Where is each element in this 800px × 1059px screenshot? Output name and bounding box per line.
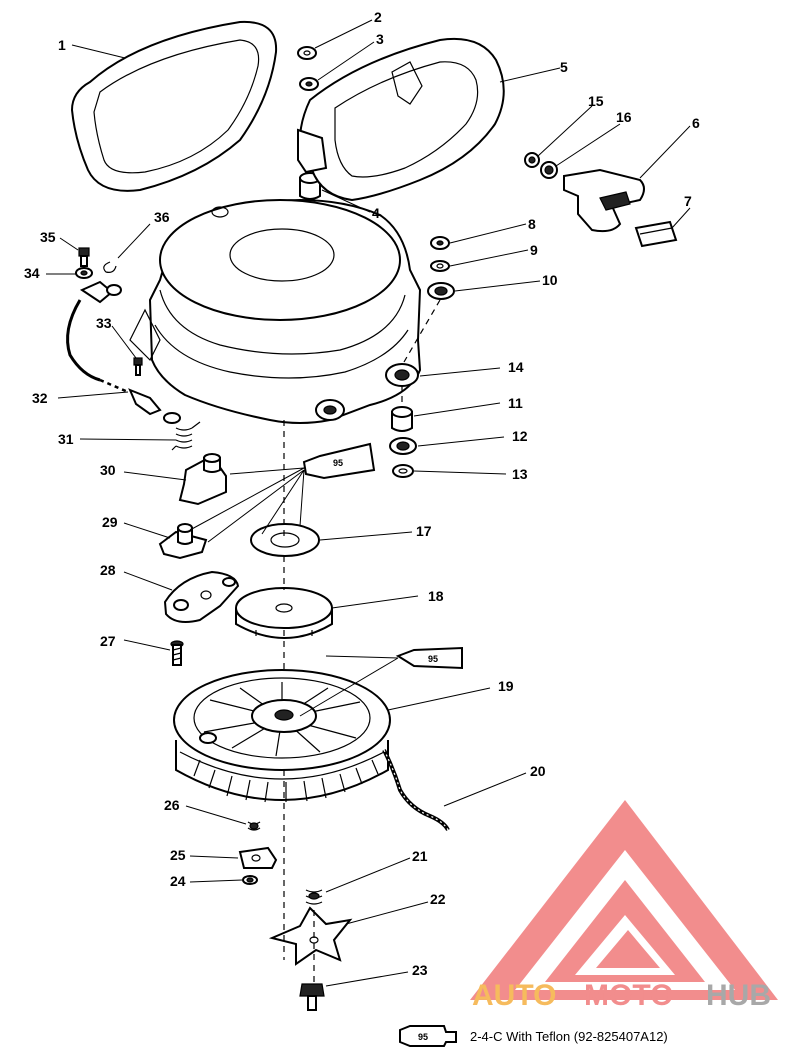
part-24-washer [242,875,258,885]
part-13-washer [392,464,414,478]
callout-24: 24 [170,873,186,889]
part-2-nut [297,46,317,60]
part-15-washer [524,152,540,168]
part-3-washer [299,77,319,91]
part-35-screw [78,247,90,267]
part-32-cable [66,280,181,424]
lubricant-legend: 95 2-4-C With Teflon (92-825407A12) [399,1025,668,1047]
part-27-screw [170,640,184,666]
part-33-screw [133,357,143,376]
callout-35: 35 [40,229,56,245]
callout-13: 13 [512,466,528,482]
watermark-auto: AUTO [472,979,556,1012]
assembly-lines [283,299,441,984]
legend-tube-label: 95 [418,1032,428,1042]
part-34-washer [75,267,93,279]
part-29-plunger [158,523,208,560]
callout-34: 34 [24,265,40,281]
part-14-starter-housing [129,198,422,424]
lubricant-tube-upper: 95 [189,442,376,543]
callout-17: 17 [416,523,432,539]
callout-15: 15 [588,93,604,109]
callout-18: 18 [428,588,444,604]
callout-3: 3 [376,31,384,47]
part-30-lockout-lever [178,453,227,506]
leader-lines [46,19,691,987]
part-7-insert [634,220,678,248]
callout-7: 7 [684,193,692,209]
part-12-grommet [389,437,417,455]
callout-32: 32 [32,390,48,406]
callout-22: 22 [430,891,446,907]
callout-9: 9 [530,242,538,258]
watermark-logo: AUTO MOTO HUB [470,800,778,1012]
callout-33: 33 [96,315,112,331]
callout-5: 5 [560,59,568,75]
callout-29: 29 [102,514,118,530]
callout-1: 1 [58,37,66,53]
callout-21: 21 [412,848,428,864]
callout-20: 20 [530,763,546,779]
watermark-moto: MOTO [584,979,673,1012]
part-9-washer [430,260,450,272]
part-6-starter-handle [563,168,645,233]
callout-6: 6 [692,115,700,131]
legend-text: 2-4-C With Teflon (92-825407A12) [470,1029,668,1044]
callout-19: 19 [498,678,514,694]
part-5-handle-frame [297,37,505,202]
part-16-bushing [540,161,558,179]
part-26-spring [247,821,261,831]
callout-2: 2 [374,9,382,25]
callout-26: 26 [164,797,180,813]
part-8-nut [430,236,450,250]
lubricant-tube-lower: 95 [299,646,463,717]
part-28-bracket [163,570,240,623]
part-1-pad [70,20,278,192]
callout-30: 30 [100,462,116,478]
part-10-grommet [427,282,455,300]
callout-10: 10 [542,272,558,288]
part-31-spring [171,421,201,451]
part-17-plate [250,523,320,557]
callout-11: 11 [508,395,523,411]
tube-label: 95 [428,654,438,664]
callout-14: 14 [508,359,524,375]
tube-label: 95 [333,458,343,468]
callout-28: 28 [100,562,116,578]
part-19-pulley [173,669,391,803]
part-36-clip [103,261,117,273]
part-25-pawl [238,846,278,869]
callout-labels: 1 2 3 4 5 6 7 8 9 10 11 12 13 14 15 16 1… [24,9,700,978]
callout-25: 25 [170,847,186,863]
part-21-spring [305,889,323,905]
part-20-rope [382,749,450,831]
callout-23: 23 [412,962,428,978]
callout-4: 4 [372,205,380,221]
callout-36: 36 [154,209,170,225]
part-11-bushing [391,406,413,432]
callout-31: 31 [58,431,74,447]
callout-8: 8 [528,216,536,232]
part-23-bolt [299,983,325,1011]
callout-16: 16 [616,109,632,125]
watermark-hub: HUB [706,979,771,1012]
callout-12: 12 [512,428,528,444]
callout-27: 27 [100,633,116,649]
